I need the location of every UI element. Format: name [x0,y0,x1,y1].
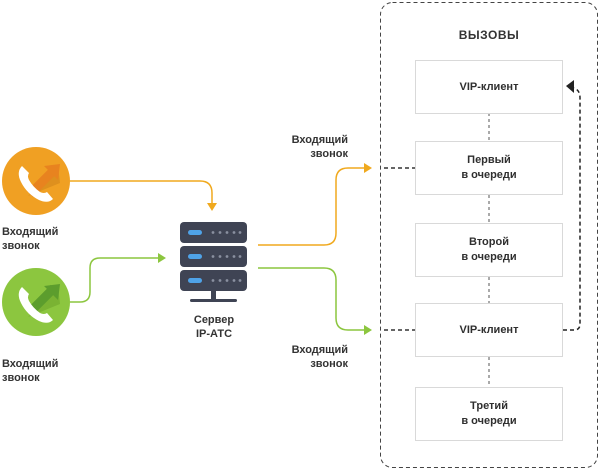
queue-item-5-line2: в очереди [461,415,517,427]
route-bottom-label-line1: Входящий [291,344,348,356]
green-arrowhead-queue [364,325,372,335]
server-icon [180,222,247,302]
queue-item-second: Второй в очереди [415,223,563,277]
vip-priority-path [563,87,581,331]
orange-arrowhead-server [207,203,217,211]
queue-item-vip-2: VIP-клиент [415,303,563,357]
caller-top-label-line1: Входящий [2,226,59,238]
queue-item-third: Третий в очереди [415,387,563,441]
server-label-line2: IP-АТС [195,328,233,340]
green-link-caller-to-server [70,257,158,303]
orange-arrowhead-queue [364,163,372,173]
green-arrowhead-server [158,253,166,263]
route-top-label: Входящий звонок [262,133,348,161]
orange-caller-icon [2,147,70,215]
queue-item-vip-1: VIP-клиент [415,60,563,114]
server-label: Сервер IP-АТС [184,313,244,341]
route-top-label-line1: Входящий [291,134,348,146]
green-link-server-to-queue [258,267,364,331]
queue-item-2-line2: в очереди [461,169,517,181]
caller-bottom-label: Входящий звонок [2,357,58,385]
caller-bottom-label-line1: Входящий [2,358,59,370]
route-top-label-line2: звонок [310,148,348,160]
route-bottom-label: Входящий звонок [262,343,348,371]
queue-item-first: Первый в очереди [415,141,563,195]
queue-item-3-line2: в очереди [461,251,517,263]
queue-item-4-line1: VIP-клиент [459,323,519,336]
green-caller-icon [2,268,70,336]
queue-item-5-line1: Третий [470,400,508,412]
queue-item-1-line1: VIP-клиент [459,80,519,93]
orange-link-server-to-queue [258,167,364,246]
queue-item-2-line1: Первый [467,154,511,166]
queue-title: ВЫЗОВЫ [458,28,520,42]
server-label-line1: Сервер [193,314,235,326]
route-bottom-label-line2: звонок [310,358,348,370]
caller-bottom-label-line2: звонок [2,372,40,384]
orange-link-caller-to-server [70,180,213,204]
queue-item-3-line1: Второй [469,236,509,248]
caller-top-label: Входящий звонок [2,225,58,253]
caller-top-label-line2: звонок [2,240,40,252]
vip-priority-arrowhead [566,80,574,93]
